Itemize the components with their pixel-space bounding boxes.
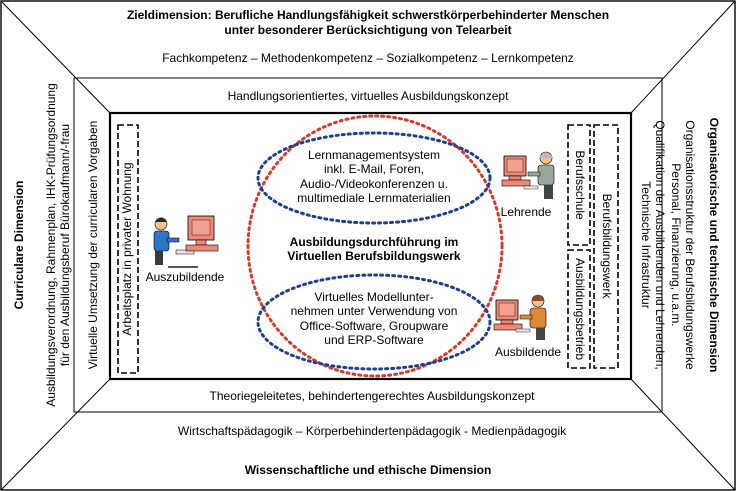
lms-line2: inkl. E-Mail, Foren, [323,162,425,177]
model-line2: nehmen unter Verwendung von [290,304,458,319]
left-inner: Virtuelle Umsetzung der curricularen Vor… [86,120,101,370]
workplace-label: Arbeitsplatz in privater Wohnung [120,162,135,336]
trainee-computer-icon [153,215,219,268]
right-line4: Technische Infrastruktur [638,181,653,309]
main-text: Ausbildungsdurchführung im Virtuellen Be… [287,235,460,264]
right-line2: Personal, Finanzierung, u.a.m. [668,163,683,327]
main-line2: Virtuellen Berufsbildungswerk [287,249,461,264]
right-line3: Qualifikation der Ausbildenden und Lehre… [652,120,667,370]
model-line3: Office-Software, Groupware [299,318,449,333]
model-company-text: Virtuelles Modellunter- nehmen unter Ver… [291,290,458,348]
competences: Fachkompetenz – Methodenkompetenz – Sozi… [162,51,574,65]
right-title: Organisatorische und technische Dimensio… [706,117,721,373]
lms-line4: multimediale Lernmaterialien [297,191,451,206]
right-line1: Organisationsstruktur der Berufsbildungs… [682,120,697,370]
teacher-label: Lehrende [500,205,552,219]
left-line2: für den Ausbildungsberuf Bürokaufmann/-f… [58,123,73,367]
pedagogy: Wirtschaftspädagogik – Körperbehinderten… [177,424,567,438]
lms-line1: Lernmanagementsystem [307,148,441,162]
top-concept: Handlungsorientiertes, virtuelles Ausbil… [227,89,509,103]
berufsschule-label: Berufsschule [572,150,587,220]
ausbildungsbetrieb-label: Ausbildungsbetrieb [572,257,587,361]
model-line1: Virtuelles Modellunter- [314,290,434,304]
top-title-line2: unter besonderer Berücksichtigung von Te… [224,23,512,37]
bottom-title: Wissenschaftliche und ethische Dimension [244,463,492,477]
left-title: Curriculare Dimension [12,180,27,310]
teacher-computer-icon [501,151,555,199]
main-line1: Ausbildungsdurchführung im [289,235,459,249]
berufsbildungswerk-label: Berufsbildungswerk [599,193,614,299]
trainer-label: Ausbildende [494,345,562,359]
lms-text: Lernmanagementsystem inkl. E-Mail, Foren… [297,148,450,206]
lms-line3: Audio-/Videokonferenzen u. [300,176,448,191]
top-title-line1: Zieldimension: Berufliche Handlungsfähig… [126,8,610,22]
trainer-computer-icon [493,294,547,340]
bottom-concept: Theoriegeleitetes, behindertengerechtes … [209,389,535,403]
trainee-label: Auszubildende [145,270,225,284]
left-line1: Ausbildungsverordnung, Rahmenplan, IHK-P… [44,83,59,407]
model-line4: und ERP-Software [324,333,424,348]
